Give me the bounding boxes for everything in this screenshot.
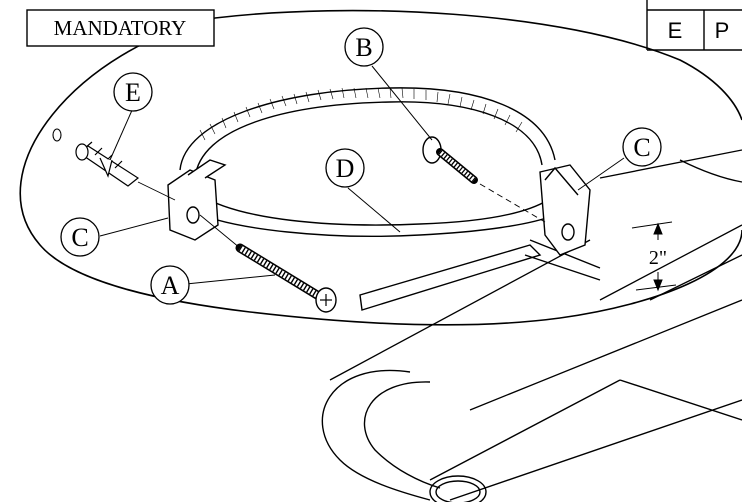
wall-anchor-e — [75, 141, 140, 187]
parts-table-cell-p: P — [715, 18, 730, 43]
mounting-surface — [19, 17, 742, 326]
svg-text:A: A — [161, 271, 180, 300]
screw-b-axis — [479, 183, 546, 223]
svg-text:C: C — [71, 223, 88, 252]
callout-a: A — [150, 265, 190, 305]
mandatory-label: MANDATORY — [54, 16, 187, 40]
callout-e: E — [113, 72, 153, 112]
strap-band — [179, 87, 601, 311]
screw-a-axis — [199, 214, 241, 249]
svg-text:C: C — [633, 133, 650, 162]
wall-planes — [329, 149, 742, 411]
callout-b: B — [344, 27, 384, 67]
screw-a — [235, 243, 337, 313]
dimension-2in — [631, 221, 677, 292]
leader-lines — [99, 65, 625, 285]
chimney-pipe — [321, 369, 742, 502]
dimension-label: 2" — [649, 247, 667, 269]
callout-c-right: C — [622, 127, 662, 167]
callout-d: D — [325, 148, 365, 188]
callout-c-left: C — [60, 217, 100, 257]
screw-b — [422, 136, 478, 184]
svg-text:D: D — [336, 154, 355, 183]
anchor-axis — [137, 181, 176, 201]
svg-text:B: B — [355, 33, 372, 62]
left-bracket — [167, 159, 227, 241]
svg-text:E: E — [125, 78, 141, 107]
parts-table-cell-e: E — [668, 18, 683, 43]
mandatory-box: MANDATORY — [26, 9, 215, 47]
parts-table — [646, 0, 742, 51]
plate-hole — [52, 128, 62, 142]
right-bracket — [539, 164, 591, 256]
mounting-surface-right — [214, 9, 742, 121]
strap-serrations — [199, 87, 523, 141]
